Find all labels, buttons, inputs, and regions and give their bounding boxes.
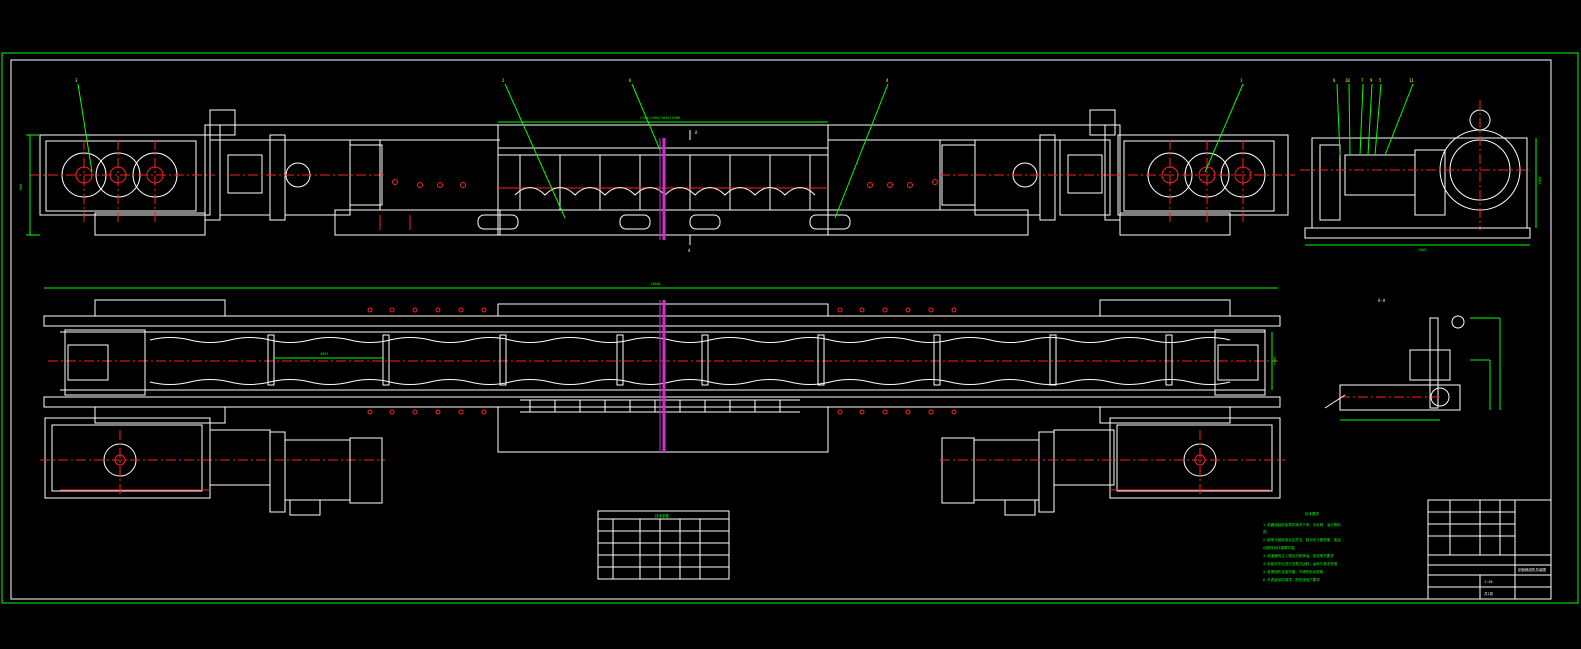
tech-req-line: 2.链条与链轮啮合应灵活，转动无卡阻现象，各运: [1263, 537, 1341, 542]
tech-req-line: 4.安装完毕后进行空载试运转，运转平稳无异常: [1263, 561, 1338, 566]
top-elevation-view: 860: [19, 78, 1295, 253]
title-block: 刮板输送机总装图 1:20 共1张: [1427, 499, 1552, 600]
tech-req-line: 6.外表面涂防锈漆，颜色按用户要求: [1263, 577, 1320, 582]
tech-req-line: 5.各紧固件连接牢固，不得有松动现象。: [1263, 569, 1327, 574]
dim-rail-span: 2900: [1273, 357, 1277, 365]
param-table: 技术参数: [597, 510, 730, 580]
right-frame-elevation: [827, 124, 1110, 236]
dim-height-left: 860: [19, 184, 23, 190]
callout-7: 7: [1361, 78, 1364, 83]
callout-3: 3: [75, 78, 78, 83]
callout-10: 10: [1345, 78, 1350, 83]
top-callouts: 3 2 6 4 1: [75, 78, 1244, 219]
lower-right-drive: [940, 417, 1285, 516]
callout-11: 11: [1409, 78, 1414, 83]
section-aa-detail: A-A: [1324, 298, 1501, 421]
right-motor-elevation: [940, 134, 1111, 221]
tech-req-line: 3.减速器内注入规定的润滑油，按说明书要求: [1263, 553, 1334, 558]
side-view: 2000 1100 8 10 7 9 5 11: [1300, 78, 1542, 252]
dim-section-width: 1100: [1538, 177, 1542, 185]
callout-6: 6: [629, 78, 632, 83]
param-table-title: 技术参数: [655, 513, 669, 518]
dim-side-width: 2000: [1418, 248, 1426, 252]
tech-req-line: 1.机器组装前各零件清洗干净，无毛刺、油污等杂: [1263, 522, 1341, 527]
dim-top-span: 2700/2300/1010/1500: [640, 116, 680, 120]
drawing-frame: [1, 52, 1579, 604]
section-cut-top-label: A: [695, 130, 698, 135]
plan-bolts: [367, 307, 957, 415]
drawing-scale: 1:20: [1484, 580, 1492, 584]
callout-4: 4: [886, 78, 889, 83]
dim-pitch: 4907: [320, 352, 328, 356]
plan-flights: [267, 334, 1173, 386]
tech-requirements: 技术要求 1.机器组装前各零件清洗干净，无毛刺、油污等杂 质。 2.链条与链轮啮…: [1263, 511, 1341, 582]
callout-2: 2: [502, 78, 505, 83]
section-cut-bottom-label: A: [688, 248, 691, 253]
tech-req-title: 技术要求: [1305, 511, 1320, 516]
tech-req-line: 动部件动作准确可靠。: [1263, 545, 1298, 550]
tech-req-line: 质。: [1263, 529, 1270, 534]
left-gearbox-elevation: 860: [19, 109, 236, 236]
dim-overall-length: 13800: [650, 282, 661, 286]
callout-8: 8: [1333, 78, 1336, 83]
right-gearbox-elevation: [1089, 109, 1295, 236]
callout-9: 9: [1370, 78, 1373, 83]
left-frame-elevation: [210, 124, 501, 236]
section-cut-line-top: A A: [659, 130, 698, 253]
callout-5: 5: [1379, 78, 1382, 83]
section-view-label: A-A: [1378, 298, 1386, 303]
plan-view: 13800 4907: [43, 282, 1281, 453]
left-motor-elevation: [219, 134, 466, 221]
lower-left-drive: [40, 417, 385, 516]
drawing-title: 刮板输送机总装图: [1518, 567, 1546, 572]
drawing-sheet: 共1张: [1484, 591, 1494, 596]
callout-1: 1: [1240, 78, 1243, 83]
